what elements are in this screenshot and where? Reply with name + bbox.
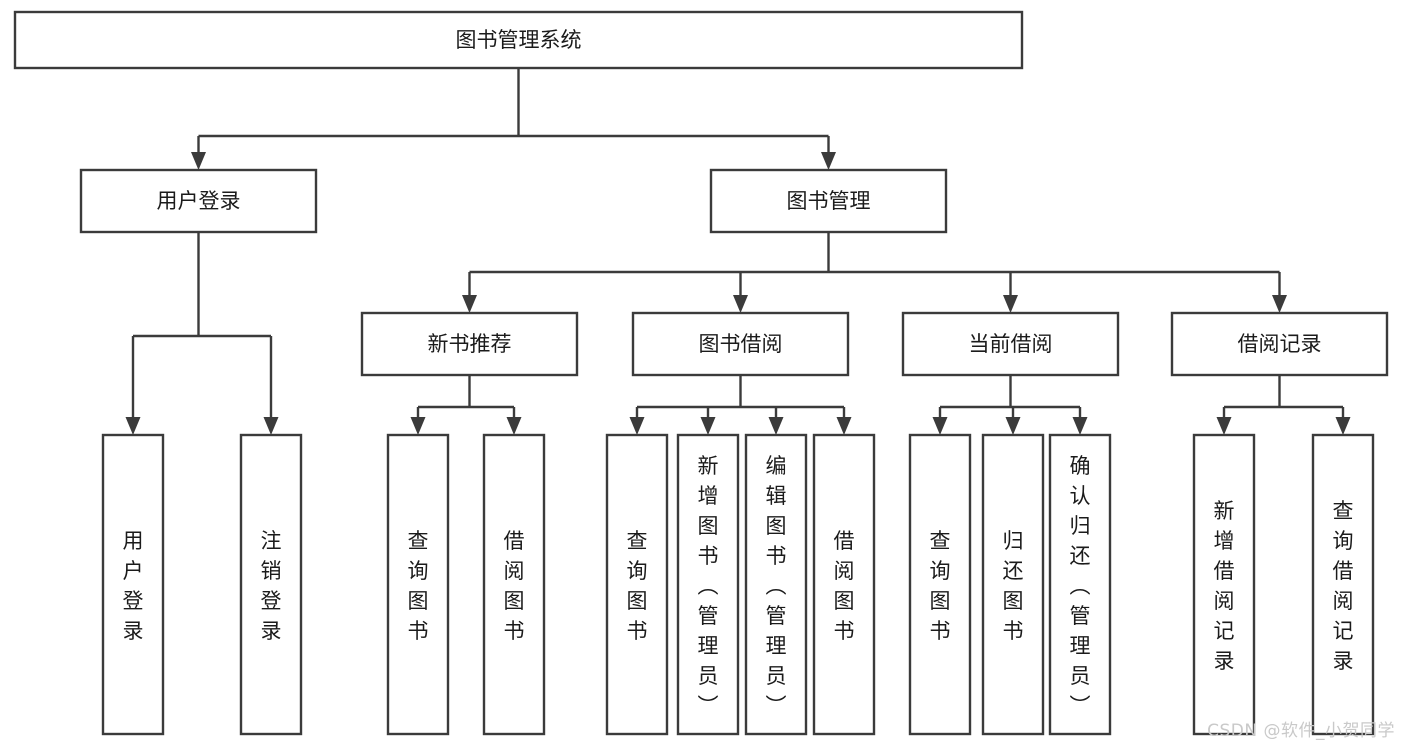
node-box [101,433,165,736]
arrow-head [1216,417,1232,435]
arrow-head [629,417,645,435]
arrow-head [1072,417,1088,435]
nodes-layer: 图书管理系统用户登录图书管理新书推荐图书借阅当前借阅借阅记录用户登录注销登录查询… [13,10,1389,736]
node-borrow[interactable]: 图书借阅 [631,311,850,377]
node-leaf-user-logout[interactable]: 注销登录 [239,433,303,736]
node-label: 用户登录 [157,189,241,213]
node-box [1170,311,1389,377]
node-login[interactable]: 用户登录 [79,168,318,234]
edge-group-record [1216,375,1351,435]
node-box [605,433,669,736]
node-leaf-rec-query[interactable]: 查询借阅记录 [1311,433,1375,736]
node-box [676,433,740,736]
node-box [386,433,450,736]
node-leaf-cur-query[interactable]: 查询图书 [908,433,972,736]
node-label: 新书推荐 [428,332,512,356]
edge-group-root [191,68,836,170]
arrow-head [1003,295,1018,313]
node-label: 确认归还︵管理员︶ [1070,454,1091,718]
node-box [1048,433,1112,736]
node-box [1192,433,1256,736]
arrow-head [191,152,206,170]
edge-group-bookmgmt [462,232,1287,313]
node-box [981,433,1045,736]
node-label: 编辑图书︵管理员︶ [766,454,787,718]
node-leaf-cur-confirm[interactable]: 确认归还︵管理员︶ [1048,433,1112,736]
node-label: 注销登录 [261,529,282,643]
node-root[interactable]: 图书管理系统 [13,10,1024,70]
node-bookmgmt[interactable]: 图书管理 [709,168,948,234]
edge-group-borrow [629,375,852,435]
node-label: 用户登录 [123,529,144,643]
edge-group-login [125,232,279,435]
node-label: 查询图书 [408,529,429,643]
arrow-head [821,152,836,170]
node-leaf-borrow-lend[interactable]: 借阅图书 [812,433,876,736]
arrow-head [1272,295,1287,313]
node-leaf-user-login[interactable]: 用户登录 [101,433,165,736]
node-box [360,311,579,377]
node-leaf-cur-return[interactable]: 归还图书 [981,433,1045,736]
node-label: 查询图书 [627,529,648,643]
arrow-head [462,295,477,313]
node-box [79,168,318,234]
arrow-head [410,417,426,435]
arrow-head [836,417,852,435]
node-label: 借阅图书 [834,529,855,643]
node-label: 当前借阅 [969,332,1053,356]
node-box [744,433,808,736]
node-leaf-borrow-edit[interactable]: 编辑图书︵管理员︶ [744,433,808,736]
node-leaf-borrow-add[interactable]: 新增图书︵管理员︶ [676,433,740,736]
node-label: 借阅记录 [1238,332,1322,356]
node-leaf-borrow-query[interactable]: 查询图书 [605,433,669,736]
node-label: 查询借阅记录 [1333,499,1354,673]
node-label: 归还图书 [1003,529,1024,643]
node-label: 新增图书︵管理员︶ [698,454,719,718]
node-record[interactable]: 借阅记录 [1170,311,1389,377]
edge-group-newbook [410,375,522,435]
node-box [901,311,1120,377]
node-box [908,433,972,736]
edges-layer [125,68,1351,435]
node-box [709,168,948,234]
arrow-head [1005,417,1021,435]
node-box [239,433,303,736]
arrow-head [263,417,279,435]
node-box [482,433,546,736]
node-leaf-new-borrow[interactable]: 借阅图书 [482,433,546,736]
node-box [631,311,850,377]
node-box [1311,433,1375,736]
arrow-head [125,417,141,435]
arrow-head [1335,417,1351,435]
arrow-head [932,417,948,435]
node-label: 查询图书 [930,529,951,643]
arrow-head [768,417,784,435]
node-label: 借阅图书 [504,529,525,643]
node-box [812,433,876,736]
node-label: 图书借阅 [699,332,783,356]
node-label: 图书管理 [787,189,871,213]
node-label: 新增借阅记录 [1214,499,1235,673]
watermark: CSDN @软件_小贺同学 [1207,721,1395,741]
node-box [13,10,1024,70]
arrow-head [733,295,748,313]
node-leaf-new-query[interactable]: 查询图书 [386,433,450,736]
arrow-head [700,417,716,435]
node-newbook[interactable]: 新书推荐 [360,311,579,377]
edge-group-current [932,375,1088,435]
node-leaf-rec-add[interactable]: 新增借阅记录 [1192,433,1256,736]
node-label: 图书管理系统 [456,28,582,52]
arrow-head [506,417,522,435]
node-current[interactable]: 当前借阅 [901,311,1120,377]
